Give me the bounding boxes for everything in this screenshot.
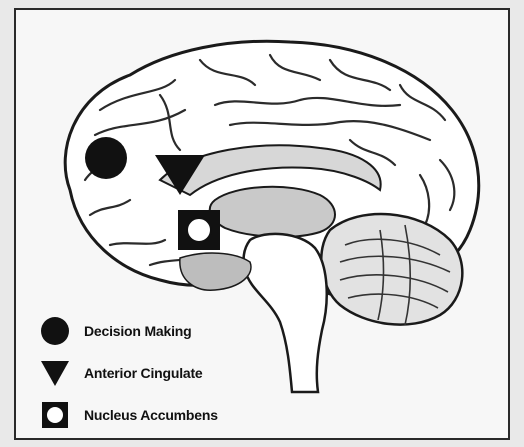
nucleus-accumbens-marker bbox=[178, 210, 220, 250]
legend-item-anterior-cingulate: Anterior Cingulate bbox=[40, 352, 218, 394]
legend-label: Decision Making bbox=[84, 323, 191, 339]
filled-circle-icon bbox=[40, 316, 70, 346]
decision-making-marker bbox=[85, 137, 127, 179]
brainstem bbox=[244, 234, 327, 392]
legend: Decision Making Anterior Cingulate Nucle… bbox=[40, 310, 218, 436]
temporal-lobe bbox=[180, 253, 251, 290]
legend-label: Anterior Cingulate bbox=[84, 365, 203, 381]
thalamus bbox=[210, 187, 335, 237]
legend-item-nucleus-accumbens: Nucleus Accumbens bbox=[40, 394, 218, 436]
legend-label: Nucleus Accumbens bbox=[84, 407, 218, 423]
legend-item-decision-making: Decision Making bbox=[40, 310, 218, 352]
square-with-circle-icon bbox=[40, 400, 70, 430]
down-triangle-icon bbox=[40, 358, 70, 388]
